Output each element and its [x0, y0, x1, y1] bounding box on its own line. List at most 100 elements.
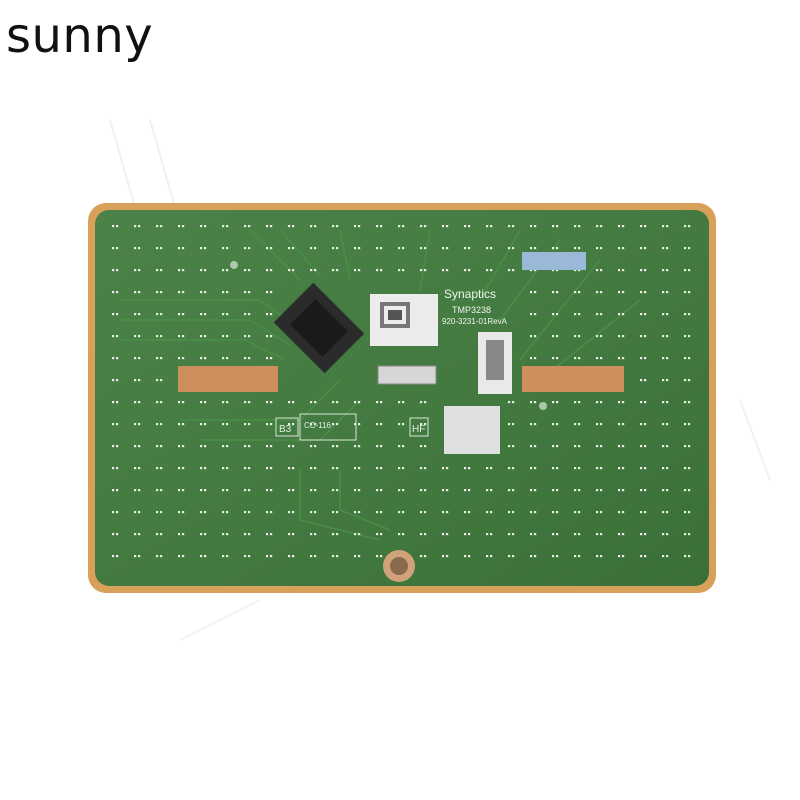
- sensor-dot: [134, 511, 137, 514]
- sensor-dot: [556, 247, 559, 250]
- silkscreen-box: [275, 413, 429, 441]
- sensor-dot: [160, 445, 163, 448]
- sensor-dot: [596, 555, 599, 558]
- sensor-dot: [578, 445, 581, 448]
- sensor-dot: [424, 467, 427, 470]
- sensor-dot: [508, 467, 511, 470]
- sensor-dot: [622, 313, 625, 316]
- sensor-dot: [424, 225, 427, 228]
- sensor-dot: [112, 467, 115, 470]
- sensor-dot: [574, 467, 577, 470]
- sensor-dot: [112, 269, 115, 272]
- sensor-dot: [116, 225, 119, 228]
- sensor-dot: [662, 269, 665, 272]
- sensor-dot: [314, 269, 317, 272]
- sensor-dot: [508, 423, 511, 426]
- sensor-dot: [178, 247, 181, 250]
- sensor-dot: [622, 533, 625, 536]
- sensor-dot: [226, 423, 229, 426]
- sensor-dot: [640, 445, 643, 448]
- sensor-dot: [490, 247, 493, 250]
- sensor-dot: [512, 533, 515, 536]
- sensor-dot: [288, 467, 291, 470]
- mount-screw: [383, 550, 415, 582]
- sensor-dot: [600, 423, 603, 426]
- brand-caption: sunny: [6, 8, 154, 64]
- sensor-dot: [618, 313, 621, 316]
- sensor-dot: [622, 511, 625, 514]
- sensor-dot: [156, 335, 159, 338]
- sensor-dot: [354, 445, 357, 448]
- sensor-dot: [600, 533, 603, 536]
- sensor-dot: [310, 467, 313, 470]
- sensor-dot: [336, 467, 339, 470]
- sensor-dot: [156, 489, 159, 492]
- sensor-dot: [376, 401, 379, 404]
- sensor-dot: [160, 247, 163, 250]
- sensor-dot: [270, 533, 273, 536]
- sensor-dot: [530, 511, 533, 514]
- sensor-dot: [200, 533, 203, 536]
- sensor-dot: [138, 357, 141, 360]
- sensor-dot: [666, 357, 669, 360]
- sensor-dot: [666, 489, 669, 492]
- sensor-dot: [420, 247, 423, 250]
- sensor-dot: [134, 489, 137, 492]
- sensor-dot: [578, 423, 581, 426]
- sensor-dot: [688, 357, 691, 360]
- sensor-dot: [578, 313, 581, 316]
- sensor-dot: [178, 357, 181, 360]
- sensor-dot: [160, 555, 163, 558]
- sensor-dot: [424, 555, 427, 558]
- sensor-dot: [578, 335, 581, 338]
- sensor-dot: [222, 423, 225, 426]
- sensor-dot: [292, 225, 295, 228]
- sensor-dot: [288, 247, 291, 250]
- sensor-dot: [618, 467, 621, 470]
- sensor-dot: [644, 555, 647, 558]
- sensor-dot: [204, 335, 207, 338]
- sensor-dot: [200, 511, 203, 514]
- sensor-dot: [310, 423, 313, 426]
- sensor-dot: [398, 401, 401, 404]
- sensor-dot: [270, 489, 273, 492]
- sensor-dot: [380, 511, 383, 514]
- sensor-dot: [200, 489, 203, 492]
- sensor-dot: [402, 225, 405, 228]
- sensor-dot: [380, 555, 383, 558]
- sensor-dot: [200, 335, 203, 338]
- sensor-dot: [292, 533, 295, 536]
- sensor-dot: [578, 401, 581, 404]
- sensor-dot: [640, 313, 643, 316]
- sensor-dot: [270, 445, 273, 448]
- sensor-dot: [512, 511, 515, 514]
- sensor-dot: [534, 445, 537, 448]
- sensor-dot: [596, 291, 599, 294]
- sensor-dot: [574, 555, 577, 558]
- sensor-dot: [552, 357, 555, 360]
- sensor-dot: [640, 511, 643, 514]
- sensor-dot: [402, 489, 405, 492]
- sensor-dot: [310, 247, 313, 250]
- sensor-dot: [508, 445, 511, 448]
- sensor-dot: [666, 423, 669, 426]
- sensor-dot: [684, 357, 687, 360]
- sensor-dot: [662, 533, 665, 536]
- sensor-dot: [556, 225, 559, 228]
- sensor-dot: [160, 379, 163, 382]
- sensor-dot: [420, 423, 423, 426]
- sensor-dot: [182, 247, 185, 250]
- sensor-dot: [182, 533, 185, 536]
- sensor-dot: [420, 467, 423, 470]
- sensor-dot: [244, 269, 247, 272]
- sensor-dot: [618, 335, 621, 338]
- sensor-dot: [402, 511, 405, 514]
- sensor-dot: [402, 533, 405, 536]
- sensor-dot: [618, 269, 621, 272]
- sensor-dot: [468, 511, 471, 514]
- sensor-dot: [530, 313, 533, 316]
- sensor-dot: [354, 467, 357, 470]
- sensor-dot: [512, 423, 515, 426]
- sensor-dot: [336, 489, 339, 492]
- sensor-dot: [644, 291, 647, 294]
